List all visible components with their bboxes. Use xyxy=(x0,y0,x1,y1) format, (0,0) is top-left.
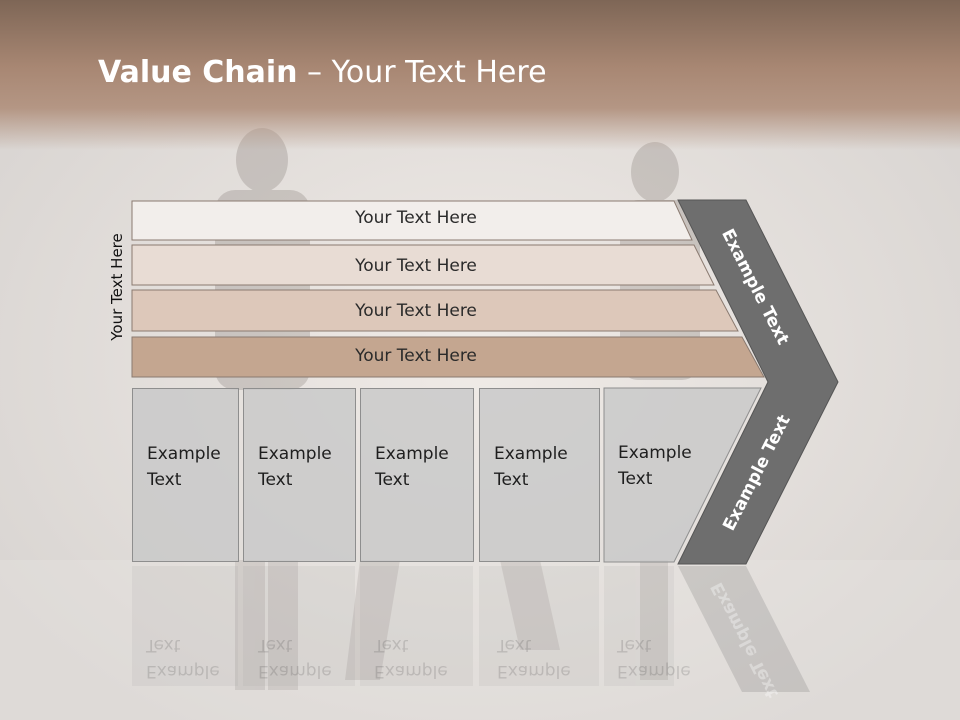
columns-reflection xyxy=(132,566,674,686)
band-3 xyxy=(131,289,739,332)
column-2-line1: Example xyxy=(258,444,332,464)
chevron-reflection xyxy=(678,566,810,692)
column-5-line1: Example xyxy=(618,443,692,463)
band-1 xyxy=(131,200,693,241)
band-1-label: Your Text Here xyxy=(355,208,477,228)
column-1-line1: Example xyxy=(147,444,221,464)
column-5-shape xyxy=(603,387,762,563)
chevron-arrow xyxy=(677,199,839,565)
column-3-line2: Text xyxy=(375,470,410,490)
column-2-line2: Text xyxy=(258,470,293,490)
column-3-line1: Example xyxy=(375,444,449,464)
band-4-label: Your Text Here xyxy=(355,346,477,366)
title-rest: – Your Text Here xyxy=(297,55,547,90)
band-2-label: Your Text Here xyxy=(355,256,477,276)
column-1-line2: Text xyxy=(147,470,182,490)
slide-title: Value Chain – Your Text Here xyxy=(98,55,547,90)
column-4-line2: Text xyxy=(494,470,529,490)
title-bold: Value Chain xyxy=(98,55,298,90)
band-2 xyxy=(131,244,715,286)
header-band xyxy=(0,0,960,150)
column-5-line2: Text xyxy=(618,469,653,489)
band-4 xyxy=(131,336,765,378)
band-3-label: Your Text Here xyxy=(355,301,477,321)
column-4-line1: Example xyxy=(494,444,568,464)
